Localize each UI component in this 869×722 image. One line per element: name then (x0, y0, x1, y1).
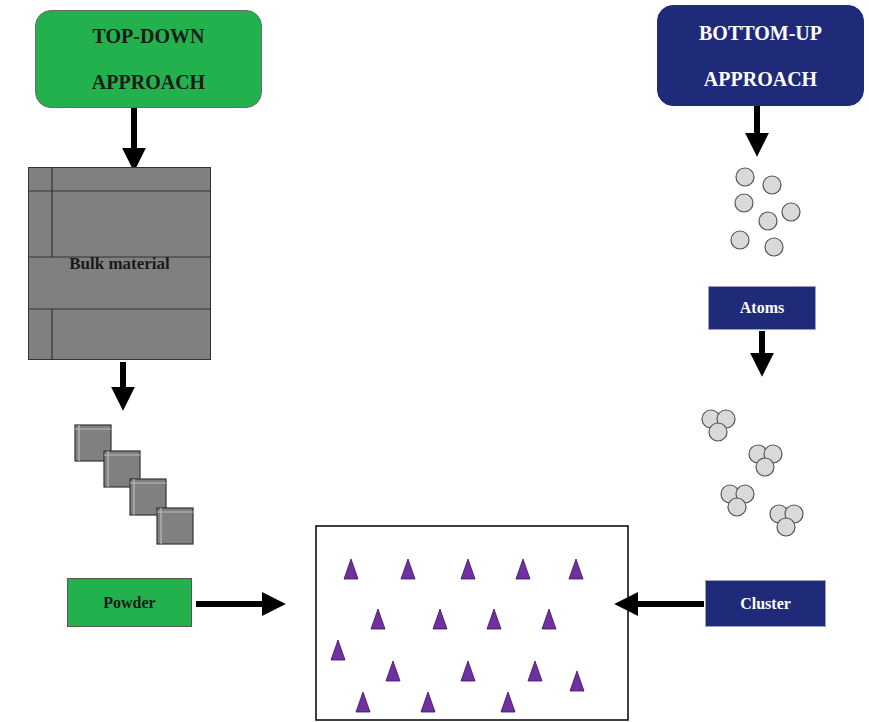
node-label: TOP-DOWN APPROACH (74, 13, 224, 105)
nanoparticle (371, 609, 385, 629)
atom (765, 238, 783, 256)
nanoparticle (421, 692, 435, 712)
flow-arrow (131, 108, 137, 161)
atom (763, 176, 781, 194)
nanoparticle (344, 559, 358, 579)
grid-line (51, 167, 52, 257)
nanoparticle (569, 559, 583, 579)
node-label: BOTTOM-UP APPROACH (676, 10, 846, 102)
nanoparticle (433, 609, 447, 629)
nanoparticle (461, 661, 475, 681)
atom (735, 194, 753, 212)
node-label: Powder (103, 593, 155, 613)
grid-line (28, 308, 211, 309)
atom (756, 458, 774, 476)
nanoparticle (570, 671, 584, 691)
nanoparticle (331, 640, 345, 660)
nanoparticle-box (316, 526, 628, 720)
approach-box: BOTTOM-UP APPROACH (657, 5, 864, 106)
atom-clusters (702, 410, 803, 536)
atom (709, 423, 727, 441)
flow-arrow (120, 362, 126, 400)
nanoparticle (461, 559, 475, 579)
nanoparticle (401, 559, 415, 579)
nanoparticle (487, 609, 501, 629)
nanoparticle (516, 559, 530, 579)
grid-line (51, 309, 52, 360)
approach-box: TOP-DOWN APPROACH (35, 10, 262, 108)
flow-arrow (759, 331, 765, 366)
stage-label-box: Powder (67, 578, 192, 627)
node-label: Cluster (740, 594, 791, 614)
stage-label-box: Atoms (708, 286, 816, 330)
flow-arrow (625, 601, 704, 607)
atom (759, 212, 777, 230)
flow-arrow (754, 106, 760, 146)
atom-circles (731, 168, 800, 256)
grid-line (28, 190, 211, 191)
atom (777, 518, 795, 536)
node-label: Atoms (740, 298, 784, 318)
flow-arrow (196, 601, 275, 607)
nanoparticle (528, 661, 542, 681)
nanoparticle (356, 692, 370, 712)
atom (728, 498, 746, 516)
node-label: Bulk material (69, 253, 170, 275)
powder-particles (75, 425, 193, 544)
nanoparticle (542, 609, 556, 629)
bulk-material-block: Bulk material (28, 167, 211, 360)
atom (731, 231, 749, 249)
nanoparticle (386, 661, 400, 681)
nanoparticles (331, 559, 584, 712)
atom (782, 203, 800, 221)
atom (736, 168, 754, 186)
stage-label-box: Cluster (705, 580, 826, 627)
nanoparticle (501, 692, 515, 712)
